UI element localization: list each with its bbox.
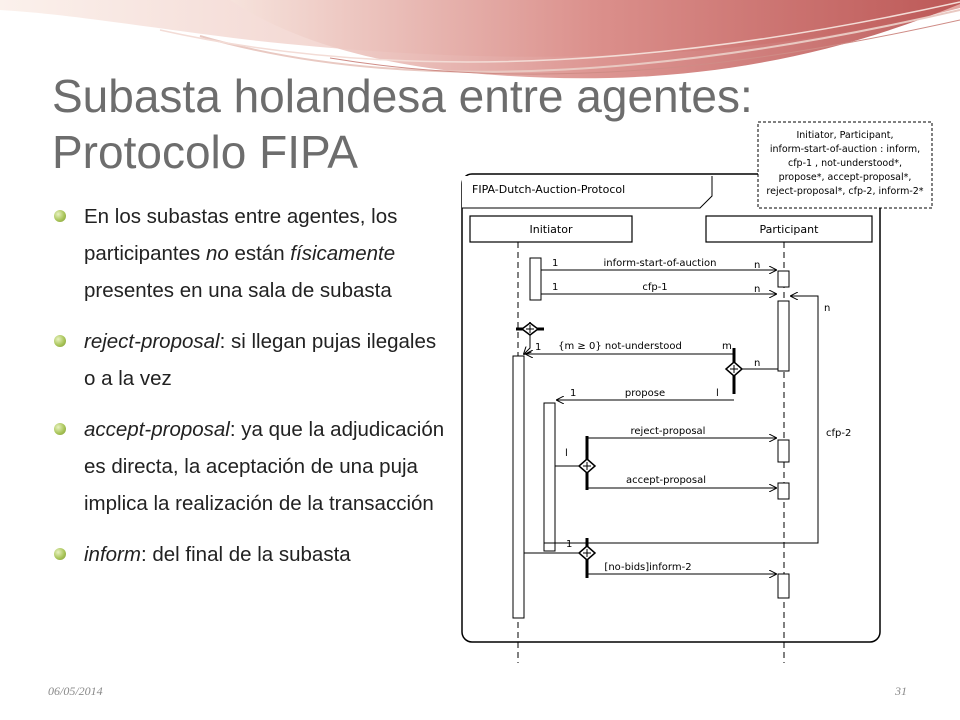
cardinality-label: l [716,388,719,399]
cardinality-label: n [754,284,760,295]
participant-activation [777,270,790,288]
cardinality-label: 1 [566,539,572,550]
bullet-text-italic: reject-proposal [84,330,220,353]
participant-role-box [705,215,873,243]
protocol-frame [461,173,881,643]
parameters-line: Initiator, Participant, [796,130,893,141]
bullet-text-italic: no [205,242,229,265]
initiator-role-box [469,215,633,243]
bullet-icon [54,210,66,222]
bullet-text-italic: físicamente [290,242,396,265]
message-label: {m ≥ 0} not-understood [558,341,682,352]
initiator-activation [512,355,525,619]
initiator-activation [543,402,556,552]
cardinality-label: 1 [552,282,558,293]
message-label: inform-start-of-auction [604,258,717,269]
participant-activation [777,439,790,463]
message-label: accept-proposal [626,475,706,486]
cardinality-label: 1 [552,258,558,269]
bullet-item: En los subastas entre agentes, los parti… [52,198,452,309]
cfp2-loop-line [544,296,819,544]
parameters-line: cfp-1 , not-understood*, [788,158,902,169]
parameters-line: propose*, accept-proposal*, [779,172,912,183]
cardinality-label: 1 [535,342,541,353]
bullet-text: presentes en una sala de subasta [84,279,392,302]
bullet-item: accept-proposal: ya que la adjudicación … [52,411,452,522]
bullet-item: inform: del final de la subasta [52,536,452,573]
title-line-2: Protocolo FIPA [52,126,358,178]
bullet-text: : si llegan pujas ilegales o a la vez [84,330,437,390]
protocol-name: FIPA-Dutch-Auction-Protocol [472,183,625,196]
cardinality-label: l [565,448,568,459]
bullet-text: están [228,242,291,265]
bullet-icon [54,423,66,435]
bullet-text: : ya que la adjudicación es directa, la … [84,418,445,515]
parameters-line: reject-proposal*, cfp-2, inform-2* [766,186,923,197]
message-label: propose [625,388,665,399]
title-line-1: Subasta holandesa entre agentes: [52,70,753,122]
footer-date: 06/05/2014 [48,684,103,698]
cardinality-label: n [754,358,760,369]
bullet-item: reject-proposal: si llegan pujas ilegale… [52,323,452,397]
page-number: 31 [895,684,907,698]
participant-activation [777,573,790,599]
initiator-activation [529,257,542,301]
initiator-role-label: Initiator [530,223,573,236]
cardinality-label: 1 [570,388,576,399]
bullet-icon [54,548,66,560]
participant-activation [777,482,790,500]
cardinality-label: m [722,341,732,352]
sequence-diagram: FIPA-Dutch-Auction-Protocol Initiator, P… [461,121,933,663]
loop-label: cfp-2 [826,428,851,439]
cardinality-label: n [754,260,760,271]
parameters-box [757,121,933,209]
bullet-text-italic: inform [84,543,141,566]
bullet-icon [54,335,66,347]
bullet-list: En los subastas entre agentes, los parti… [52,198,452,587]
bullet-text: En los subastas entre agentes, los parti… [84,205,398,265]
cardinality-label: n [824,303,830,314]
message-label: reject-proposal [631,426,706,437]
participant-activation [777,300,790,372]
protocol-tab [462,176,713,209]
bullet-text: : del final de la subasta [140,543,351,566]
message-label: cfp-1 [642,282,667,293]
parameters-line: inform-start-of-auction : inform, [770,144,920,155]
slide-title: Subasta holandesa entre agentes: Protoco… [52,68,912,180]
bullet-text-italic: accept-proposal [84,418,230,441]
participant-role-label: Participant [760,223,820,236]
message-label: [no-bids]inform-2 [604,562,691,573]
